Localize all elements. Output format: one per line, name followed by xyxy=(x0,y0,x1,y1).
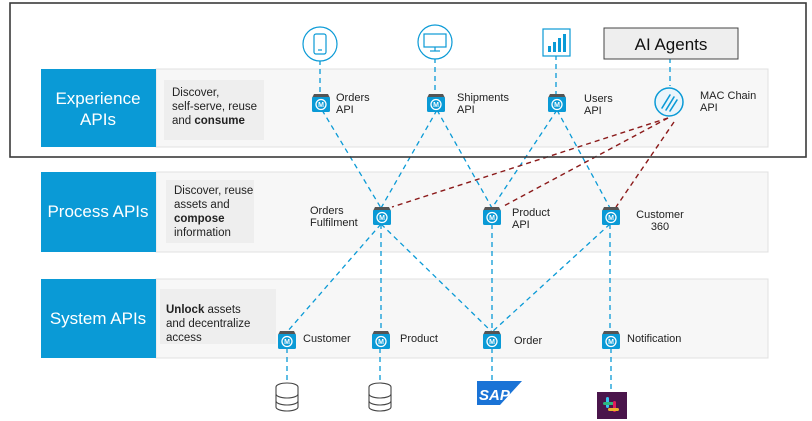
order-system-api-icon[interactable] xyxy=(482,330,502,350)
process-desc-line2: assets and xyxy=(174,199,230,211)
experience-desc-box xyxy=(164,80,264,140)
mac-chain-api-label-line2: API xyxy=(700,102,718,114)
system-label: System APIs xyxy=(50,309,146,328)
order-system-api-label: Order xyxy=(514,335,542,347)
system-label-box xyxy=(41,279,156,358)
experience-desc-line1: Discover, xyxy=(172,87,219,99)
process-desc-box xyxy=(166,180,254,243)
agent-connectors xyxy=(391,117,675,208)
orders-api-label-line1: Orders xyxy=(336,92,370,104)
customer-360-icon[interactable] xyxy=(601,206,621,226)
desktop-icon xyxy=(417,24,453,60)
sap-logo: SAP xyxy=(477,381,522,405)
bar-chart-icon xyxy=(542,28,571,57)
mac-chain-api-label-line1: MAC Chain xyxy=(700,90,756,102)
notification-system-api-icon[interactable] xyxy=(601,330,621,350)
system-desc-line3: access xyxy=(166,332,202,344)
database-icon xyxy=(275,382,299,412)
mobile-icon xyxy=(302,26,338,62)
orders-fulfilment-label-line2: Fulfilment xyxy=(310,217,358,229)
process-label: Process APIs xyxy=(47,202,148,221)
api-connectors xyxy=(286,55,671,390)
product-process-api-label-line2: API xyxy=(512,219,530,231)
product-system-api-label: Product xyxy=(400,333,438,345)
database-icon xyxy=(368,382,392,412)
experience-frame xyxy=(9,2,807,158)
system-desc-line1: Unlock assets xyxy=(166,304,241,316)
customer-360-label-line2: 360 xyxy=(651,221,669,233)
ai-agents-box[interactable] xyxy=(603,27,739,60)
users-api-label-line1: Users xyxy=(584,93,613,105)
shipments-api-label-line2: API xyxy=(457,104,475,116)
system-desc-line2: and decentralize xyxy=(166,318,250,330)
process-desc-line3: compose xyxy=(174,213,225,225)
experience-label-line2: APIs xyxy=(80,110,116,129)
users-api-label-line2: API xyxy=(584,105,602,117)
experience-label-box xyxy=(41,69,156,147)
ai-agents-label: AI Agents xyxy=(635,35,708,54)
mac-chain-api-icon[interactable] xyxy=(654,87,684,117)
product-process-api-icon[interactable] xyxy=(482,206,502,226)
process-desc-line1: Discover, reuse xyxy=(174,185,253,197)
customer-system-api-icon[interactable] xyxy=(277,330,297,350)
slack-logo xyxy=(597,392,627,419)
experience-desc-line3: and consume xyxy=(172,115,245,127)
orders-api-label-line2: API xyxy=(336,104,354,116)
customer-360-label-line1: Customer xyxy=(636,209,684,221)
notification-system-api-label: Notification xyxy=(627,333,681,345)
shipments-api-icon[interactable] xyxy=(426,93,446,113)
process-desc-line4: information xyxy=(174,227,231,239)
orders-fulfilment-label-line1: Orders xyxy=(310,205,344,217)
orders-fulfilment-icon[interactable] xyxy=(372,206,392,226)
system-desc-box xyxy=(160,289,276,344)
process-label-box xyxy=(41,172,156,252)
users-api-icon[interactable] xyxy=(547,93,567,113)
experience-desc-line2: self-serve, reuse xyxy=(172,101,257,113)
product-system-api-icon[interactable] xyxy=(371,330,391,350)
shipments-api-label-line1: Shipments xyxy=(457,92,509,104)
orders-api-icon[interactable] xyxy=(311,93,331,113)
product-process-api-label-line1: Product xyxy=(512,207,550,219)
customer-system-api-label: Customer xyxy=(303,333,351,345)
sap-logo-text: SAP xyxy=(479,387,511,404)
experience-label-line1: Experience xyxy=(55,89,140,108)
process-panel xyxy=(155,171,769,253)
